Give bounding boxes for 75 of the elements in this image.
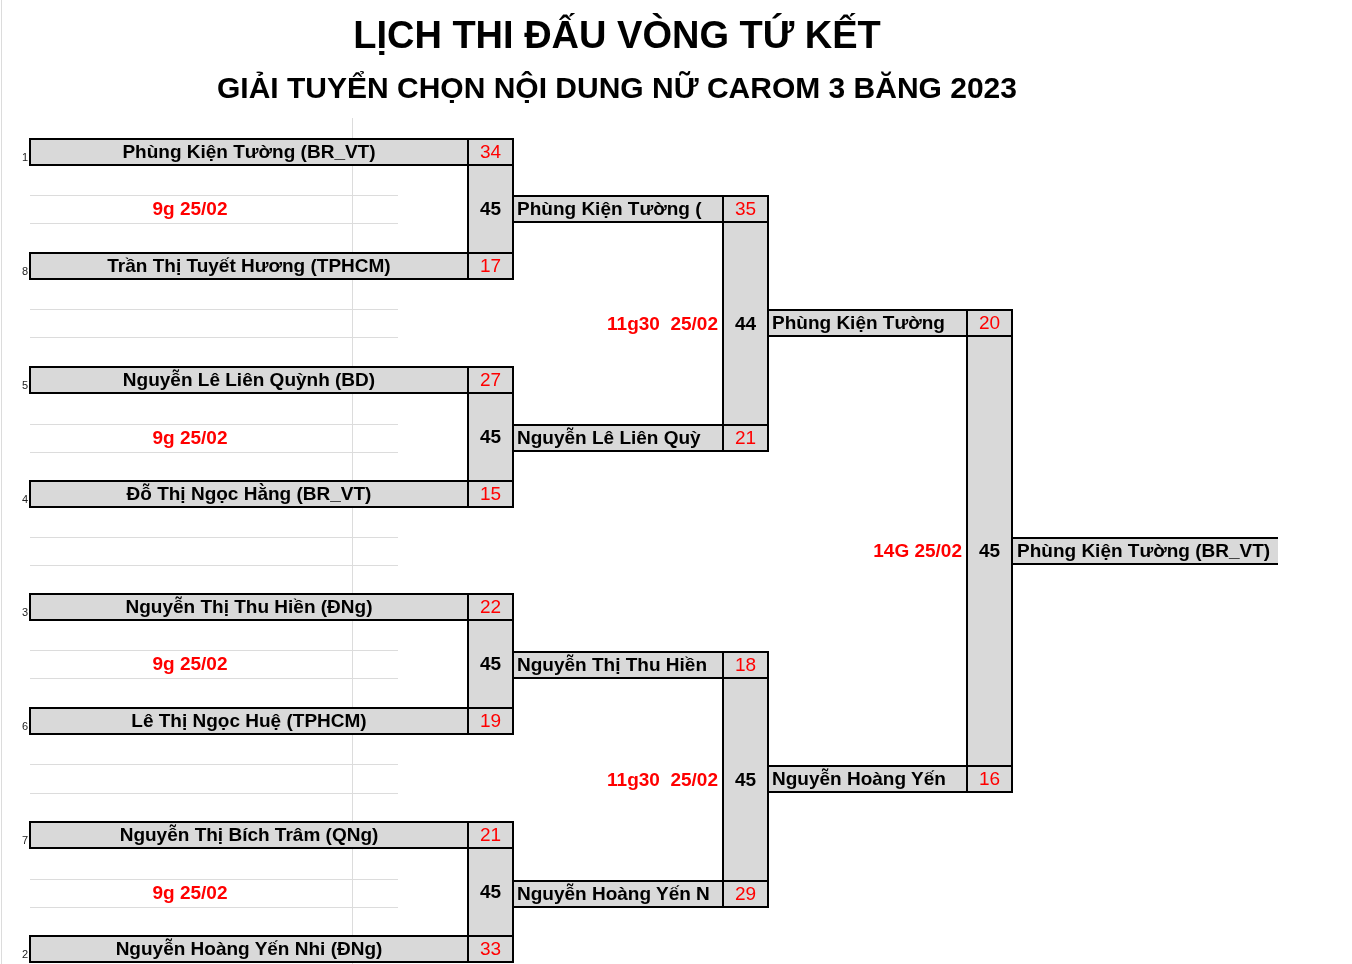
score: 18 bbox=[734, 654, 757, 676]
player-row bbox=[29, 707, 514, 735]
title: LỊCH THI ĐẤU VÒNG TỨ KẾT bbox=[353, 14, 881, 56]
seed-number: 2 bbox=[21, 947, 28, 961]
score: 29 bbox=[734, 883, 757, 905]
match-time: 9g 25/02 bbox=[152, 881, 228, 905]
target-score: 45 bbox=[734, 768, 757, 791]
score: 20 bbox=[978, 312, 1001, 334]
player-name: Đỗ Thị Ngọc Hằng (BR_VT) bbox=[126, 483, 372, 505]
player-row bbox=[767, 765, 1013, 793]
score: 35 bbox=[734, 198, 757, 220]
score: 27 bbox=[479, 369, 502, 391]
match-time: 11g30 25/02 bbox=[607, 767, 718, 792]
match-bar bbox=[722, 221, 769, 426]
seed-number: 7 bbox=[21, 833, 28, 847]
score: 34 bbox=[479, 141, 502, 163]
player-name: Phùng Kiện Tường bbox=[772, 312, 945, 334]
seed-number: 4 bbox=[21, 492, 28, 506]
match-time: 9g 25/02 bbox=[152, 426, 228, 450]
match-time: 9g 25/02 bbox=[152, 197, 228, 221]
match-bar bbox=[722, 677, 769, 882]
score: 15 bbox=[479, 483, 502, 505]
player-name: Nguyễn Thị Bích Trâm (QNg) bbox=[119, 824, 379, 846]
target-score: 45 bbox=[479, 653, 502, 675]
match-time: 14G 25/02 bbox=[873, 539, 962, 563]
player-row bbox=[29, 593, 514, 621]
player-row bbox=[29, 138, 514, 166]
player-name: Nguyễn Thị Thu Hiền (ĐNg) bbox=[125, 596, 373, 618]
match-time: 9g 25/02 bbox=[152, 652, 228, 676]
score: 21 bbox=[734, 427, 757, 449]
player-name: Nguyễn Thị Thu Hiền bbox=[517, 654, 707, 676]
player-name: Nguyễn Hoàng Yến N bbox=[517, 883, 710, 905]
target-score: 45 bbox=[479, 881, 502, 903]
player-row bbox=[29, 480, 514, 508]
player-row bbox=[767, 309, 1013, 337]
match-bar bbox=[467, 619, 514, 709]
seed-number: 6 bbox=[21, 719, 28, 733]
player-row bbox=[29, 821, 514, 849]
player-name: Nguyễn Lê Liên Quỳnh (BD) bbox=[122, 369, 376, 391]
match-bar bbox=[966, 335, 1013, 767]
seed-number: 5 bbox=[21, 378, 28, 392]
match-time: 11g30 25/02 bbox=[607, 311, 718, 336]
seed-number: 3 bbox=[21, 605, 28, 619]
player-row bbox=[512, 424, 769, 452]
player-name: Phùng Kiện Tường ( bbox=[517, 198, 702, 220]
player-name: Nguyễn Hoàng Yến Nhi (ĐNg) bbox=[115, 938, 383, 960]
seed-number: 8 bbox=[21, 264, 28, 278]
score: 33 bbox=[479, 938, 502, 960]
player-name: Phùng Kiện Tường (BR_VT) bbox=[122, 141, 376, 163]
seed-number: 1 bbox=[21, 150, 28, 164]
score: 21 bbox=[479, 824, 502, 846]
score: 19 bbox=[479, 710, 502, 732]
subtitle: GIẢI TUYỂN CHỌN NỘI DUNG NỮ CAROM 3 BĂNG 2023 bbox=[217, 71, 1017, 104]
winner-row bbox=[1013, 537, 1279, 565]
match-bar bbox=[467, 847, 514, 937]
player-name: Nguyễn Hoàng Yến bbox=[772, 768, 946, 790]
target-score: 45 bbox=[978, 540, 1001, 562]
player-name: Trần Thị Tuyết Hương (TPHCM) bbox=[107, 255, 391, 277]
player-row bbox=[512, 651, 769, 679]
match-bar bbox=[467, 392, 514, 482]
player-row bbox=[29, 935, 514, 963]
target-score: 45 bbox=[479, 426, 502, 448]
player-name: Lê Thị Ngọc Huệ (TPHCM) bbox=[131, 710, 367, 732]
target-score: 44 bbox=[734, 312, 757, 335]
player-name: Nguyễn Lê Liên Quỳ bbox=[517, 427, 701, 449]
score: 22 bbox=[479, 596, 502, 618]
player-row bbox=[512, 880, 769, 908]
target-score: 45 bbox=[479, 198, 502, 220]
player-name: Phùng Kiện Tường (BR_VT) bbox=[1017, 540, 1271, 562]
player-row bbox=[29, 366, 514, 394]
score: 16 bbox=[978, 768, 1001, 790]
player-row bbox=[512, 195, 769, 223]
match-bar bbox=[467, 164, 514, 254]
player-row bbox=[29, 252, 514, 280]
score: 17 bbox=[479, 255, 502, 277]
